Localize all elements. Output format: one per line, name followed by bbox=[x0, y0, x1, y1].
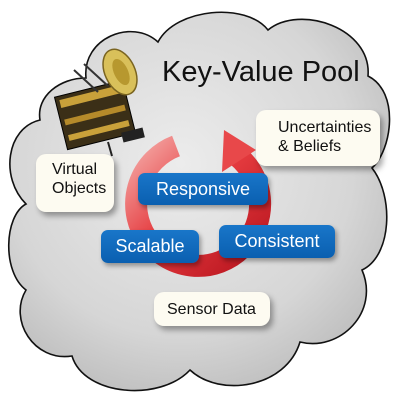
virtual-objects-note: Virtual Objects bbox=[36, 154, 114, 212]
uncertainties-line-2: & Beliefs bbox=[278, 138, 342, 155]
scalable-box: Scalable bbox=[101, 230, 199, 263]
virtual-objects-line-2: Objects bbox=[52, 180, 107, 197]
satellite-icon bbox=[53, 48, 145, 157]
sensor-data-note: Sensor Data bbox=[154, 292, 270, 326]
responsive-box: Responsive bbox=[138, 173, 268, 205]
consistent-box: Consistent bbox=[219, 225, 335, 258]
pool-title: Key-Value Pool bbox=[162, 56, 360, 88]
uncertainties-line-1: Uncertainties bbox=[278, 119, 372, 136]
sensor-data-label: Sensor Data bbox=[167, 301, 256, 318]
virtual-objects-line-1: Virtual bbox=[52, 161, 98, 178]
uncertainties-beliefs-note: Uncertainties & Beliefs bbox=[256, 110, 380, 166]
